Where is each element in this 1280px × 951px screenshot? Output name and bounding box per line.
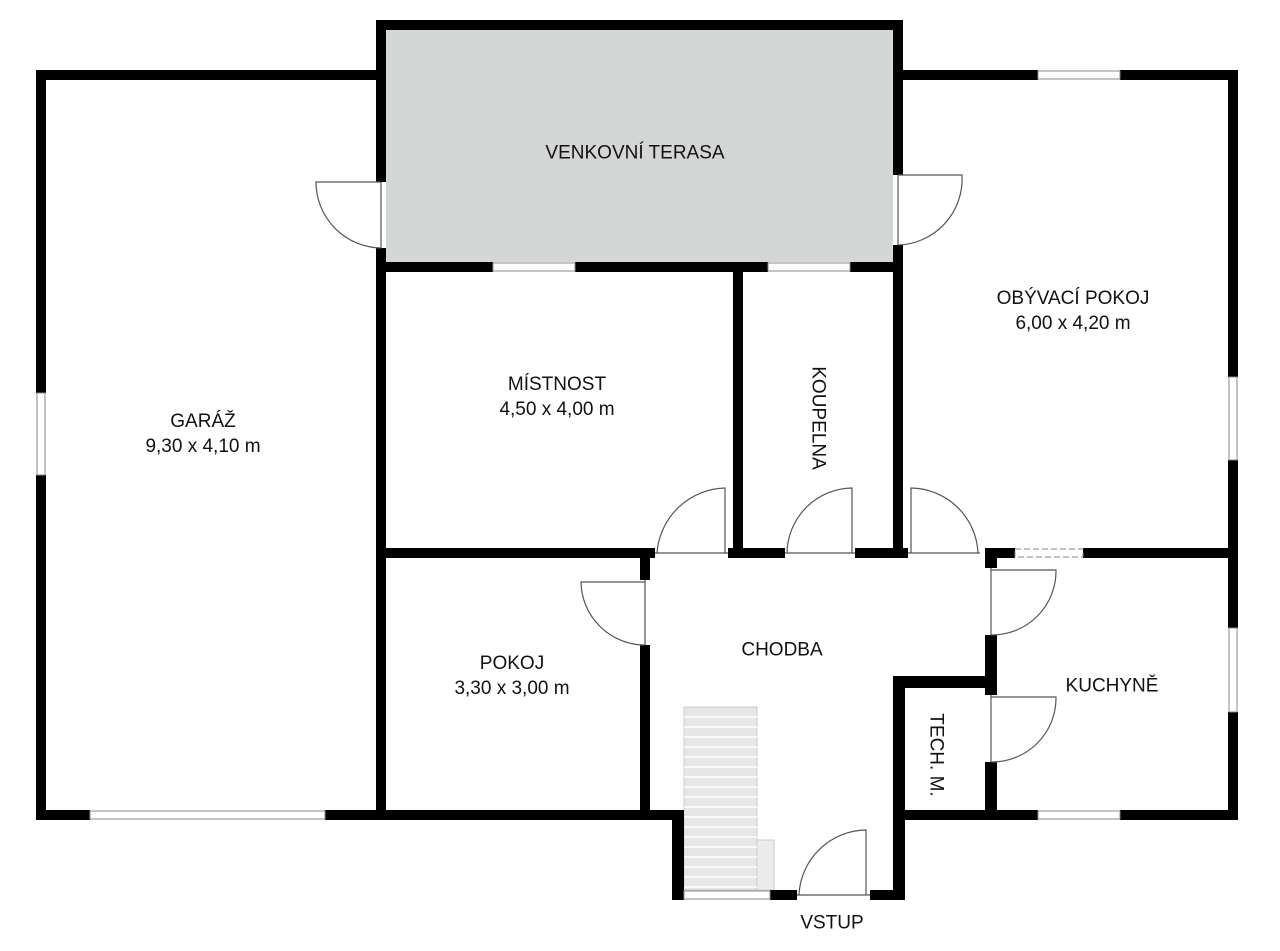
room-label-kitchen: KUCHYNĚ (1065, 675, 1159, 697)
room-label-hall: CHODBA (741, 639, 823, 661)
room-label-entrance: VSTUP (800, 912, 864, 934)
room-label-room: MÍSTNOST 4,50 x 4,00 m (499, 372, 614, 422)
small-room-size: 3,30 x 3,00 m (454, 678, 570, 699)
room-label-garage: GARÁŽ 9,30 x 4,10 m (145, 409, 260, 459)
doors (315, 174, 1057, 896)
room-label-tech: TECH. M. (925, 713, 947, 797)
stairs (683, 706, 775, 891)
living-name: OBÝVACÍ POKOJ (996, 288, 1150, 309)
room-label-bathroom: KOUPELNA (807, 366, 829, 470)
windows (36, 70, 1238, 900)
walls (36, 20, 1238, 900)
garage-size: 9,30 x 4,10 m (145, 436, 261, 457)
room-name: MÍSTNOST (507, 374, 607, 395)
small-room-name: POKOJ (479, 653, 545, 674)
room-label-small-room: POKOJ 3,30 x 3,00 m (454, 651, 569, 701)
living-size: 6,00 x 4,20 m (1015, 313, 1131, 334)
room-size: 4,50 x 4,00 m (499, 399, 615, 420)
room-label-terrace: VENKOVNÍ TERASA (545, 142, 725, 164)
terrace-floor (386, 30, 893, 262)
garage-name: GARÁŽ (170, 411, 236, 432)
room-label-living: OBÝVACÍ POKOJ 6,00 x 4,20 m (997, 286, 1150, 336)
